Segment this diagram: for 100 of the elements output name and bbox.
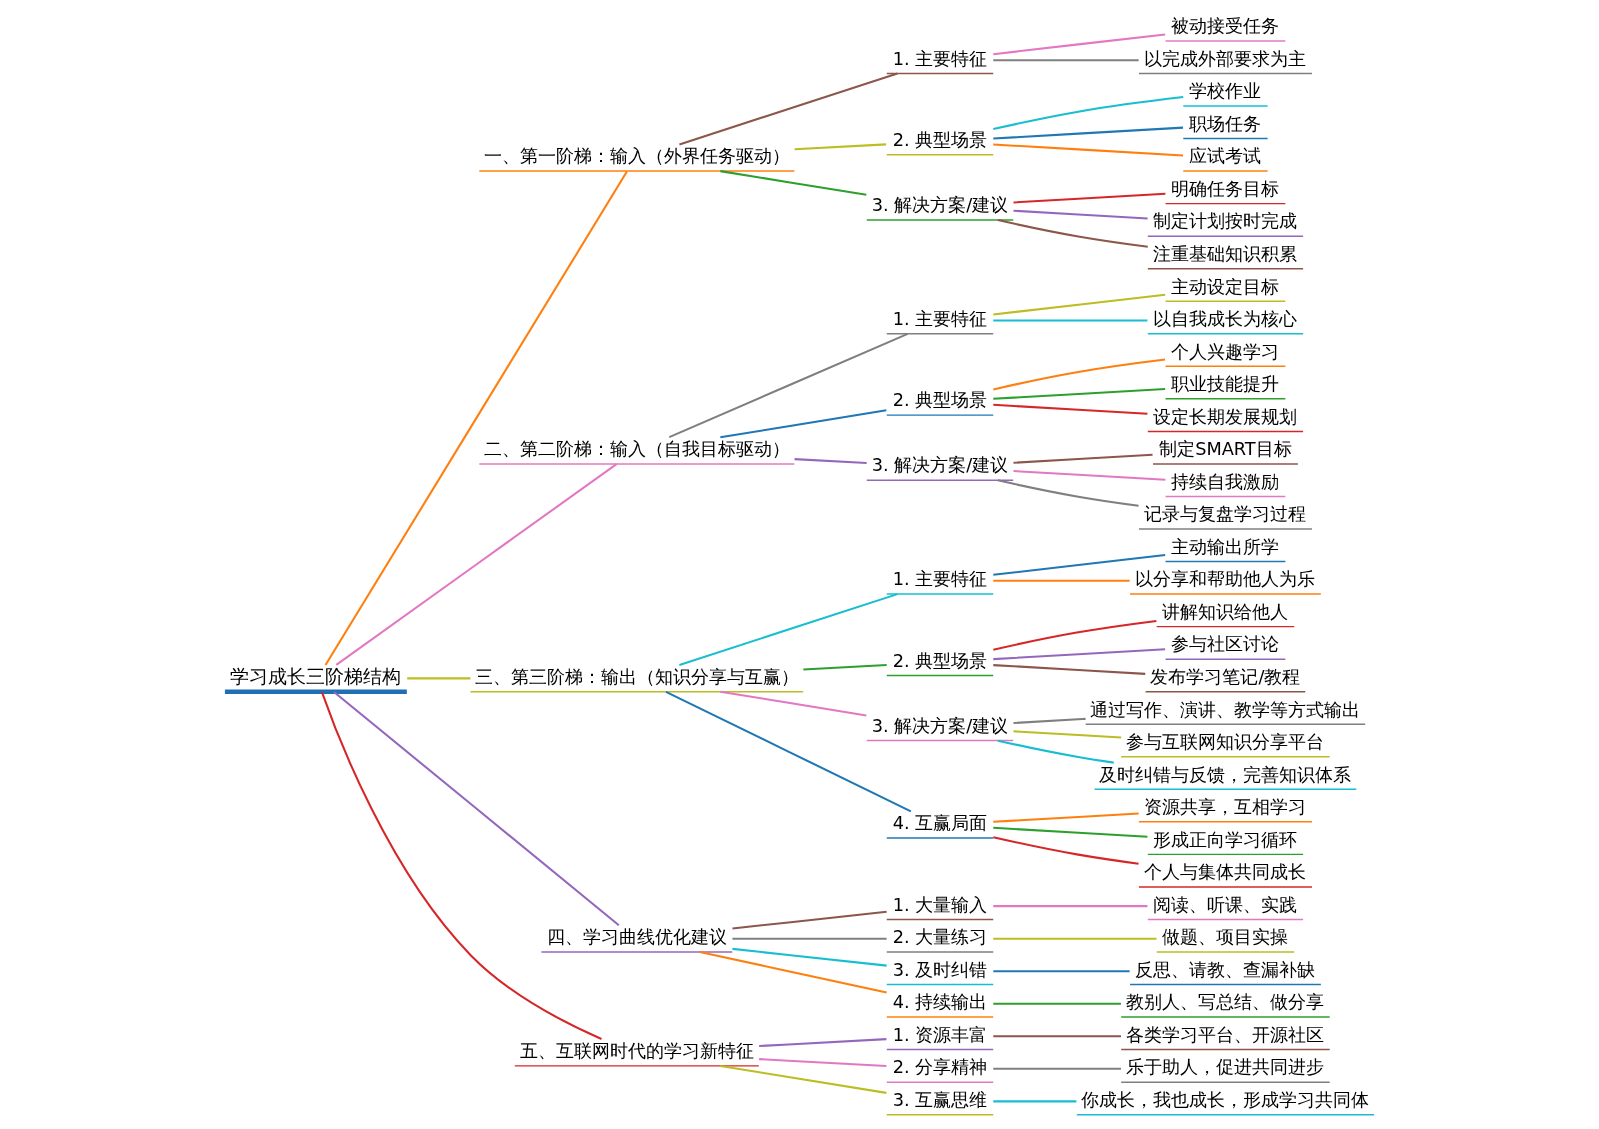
connector: [333, 691, 620, 926]
connector: [993, 579, 1130, 582]
connector: [759, 1058, 887, 1068]
connector: [803, 663, 887, 671]
node-text: 形成正向学习循环: [1153, 829, 1298, 850]
connector: [993, 293, 1166, 316]
connector: [665, 690, 912, 813]
node-text: 学校作业: [1189, 81, 1262, 102]
connector: [993, 937, 1157, 940]
connector: [732, 910, 887, 930]
node-text: 明确任务目标: [1171, 178, 1280, 199]
connector: [732, 947, 887, 967]
connector: [720, 1064, 887, 1094]
node-text: 反思、请教、查漏补缺: [1135, 959, 1316, 980]
node-text: 2. 典型场景: [892, 390, 988, 411]
node-text: 2. 分享精神: [892, 1057, 988, 1078]
connector: [794, 143, 887, 151]
node-text: 应试考试: [1189, 146, 1262, 167]
connector: [335, 463, 618, 666]
node-text: 五、互联网时代的学习新特征: [519, 1041, 754, 1062]
node-text: 阅读、听课、实践: [1153, 894, 1298, 915]
connector: [993, 1067, 1121, 1070]
connector: [993, 970, 1130, 973]
connector: [993, 387, 1166, 400]
node-text: 参与互联网知识分享平台: [1126, 732, 1325, 753]
connector: [993, 96, 1184, 131]
node-text: 个人兴趣学习: [1171, 341, 1280, 362]
node-text: 被动接受任务: [1171, 16, 1280, 37]
node-text: 讲解知识给他人: [1162, 601, 1289, 622]
node-text: 1. 主要特征: [892, 309, 988, 330]
node-text: 主动设定目标: [1171, 276, 1280, 297]
node-text: 以分享和帮助他人为乐: [1135, 569, 1316, 590]
node-text: 3. 互赢思维: [892, 1089, 988, 1110]
connector: [324, 171, 628, 666]
connector: [1013, 453, 1153, 464]
connector: [993, 664, 1146, 675]
node-text: 设定长期发展规划: [1153, 406, 1298, 427]
connector: [993, 319, 1148, 322]
node-text: 及时纠错与反馈，完善知识体系: [1099, 764, 1352, 785]
connector: [668, 332, 909, 439]
node-text: 以完成外部要求为主: [1144, 48, 1307, 69]
connector: [997, 739, 1114, 764]
node-text: 3. 及时纠错: [892, 959, 988, 980]
node-text: 参与社区讨论: [1171, 634, 1280, 655]
node-text: 主动输出所学: [1171, 536, 1280, 557]
connector: [1013, 730, 1122, 739]
node-text: 1. 主要特征: [892, 569, 988, 590]
node-text: 职场任务: [1189, 113, 1262, 134]
connector: [993, 826, 1148, 838]
connector: [699, 951, 887, 994]
node-text: 发布学习笔记/教程: [1150, 666, 1301, 687]
node-text: 4. 互赢局面: [892, 813, 988, 834]
connector: [993, 553, 1166, 576]
node-text: 三、第三阶梯：输出（知识分享与互赢）: [474, 666, 799, 687]
node-text: 通过写作、演讲、教学等方式输出: [1090, 699, 1361, 720]
node-text: 以自我成长为核心: [1153, 309, 1298, 330]
connector: [679, 72, 898, 146]
node-text: 2. 典型场景: [892, 130, 988, 151]
node-text: 各类学习平台、开源社区: [1126, 1024, 1325, 1045]
node-text: 做题、项目实操: [1162, 927, 1289, 948]
connector: [997, 219, 1148, 248]
node-text: 3. 解决方案/建议: [871, 195, 1009, 216]
connector: [993, 905, 1148, 908]
node-text: 1. 资源丰富: [892, 1024, 988, 1045]
node-text: 1. 主要特征: [892, 48, 988, 69]
node-text: 3. 解决方案/建议: [871, 715, 1009, 736]
connector: [1013, 192, 1166, 204]
connector: [993, 836, 1139, 865]
connector: [993, 648, 1166, 661]
node-text: 2. 大量练习: [892, 927, 988, 948]
node-text: 四、学习曲线优化建议: [546, 927, 727, 948]
node-text: 3. 解决方案/建议: [871, 455, 1009, 476]
node-text: 2. 典型场景: [892, 650, 988, 671]
connector: [993, 812, 1139, 823]
connector: [993, 143, 1184, 157]
connector: [993, 358, 1166, 391]
connector: [1013, 470, 1166, 481]
node-text: 你成长，我也成长，形成学习共同体: [1081, 1089, 1370, 1110]
connector: [794, 458, 867, 465]
node-text: 二、第二阶梯：输入（自我目标驱动）: [483, 439, 790, 460]
node-text: 注重基础知识积累: [1153, 243, 1298, 264]
connector: [993, 59, 1139, 62]
node-text: 制定计划按时完成: [1153, 211, 1298, 232]
connector: [759, 1038, 887, 1048]
node-text: 学习成长三阶梯结构: [230, 665, 402, 689]
connector: [997, 479, 1139, 507]
node-text: 乐于助人，促进共同进步: [1126, 1057, 1325, 1078]
connector: [321, 691, 602, 1040]
node-text: 教别人、写总结、做分享: [1126, 992, 1325, 1013]
node-text: 1. 大量输入: [892, 894, 988, 915]
connector: [993, 126, 1184, 140]
connector: [1013, 209, 1148, 220]
node-text: 个人与集体共同成长: [1144, 862, 1307, 883]
node-text: 记录与复盘学习过程: [1144, 504, 1307, 525]
node-text: 资源共享，互相学习: [1144, 797, 1307, 818]
connector: [720, 409, 887, 439]
node-text: 一、第一阶梯：输入（外界任务驱动）: [483, 146, 790, 167]
connector: [1013, 717, 1086, 725]
connector: [993, 1035, 1121, 1038]
connector: [993, 1100, 1077, 1103]
